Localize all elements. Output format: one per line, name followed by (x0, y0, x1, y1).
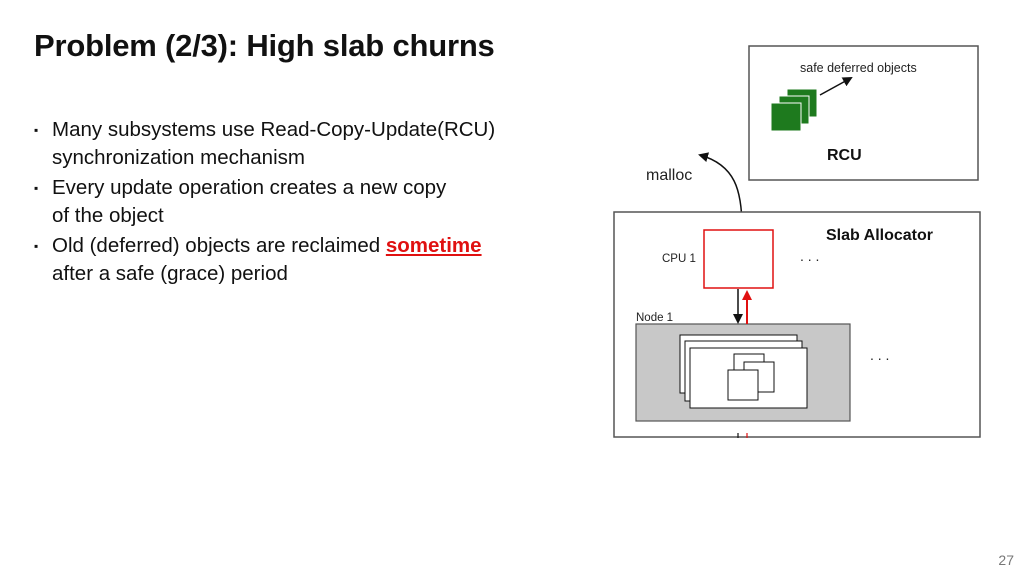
rcu-label: RCU (827, 147, 862, 164)
page-number: 27 (998, 552, 1014, 568)
node-ellipsis: . . . (870, 347, 889, 363)
bullet-marker: ▪ (34, 239, 39, 253)
bullet-item: ▪ Every update operation creates a new c… (34, 174, 594, 230)
emphasis-text: sometime (385, 234, 482, 257)
bullet-text-line1: Old (deferred) objects are reclaimed som… (52, 232, 594, 260)
slide-title: Problem (2/3): High slab churns (34, 28, 495, 63)
slab-allocator-box: Slab Allocator CPU 1 . . . Node 1 . . . (613, 211, 981, 438)
cpu-cache-box (703, 229, 774, 289)
bullet-marker: ▪ (34, 123, 39, 137)
deferred-objects-icon (770, 88, 818, 132)
malloc-label: malloc (646, 167, 692, 184)
rcu-caption: safe deferred objects (800, 61, 917, 75)
node-label: Node 1 (636, 312, 673, 324)
bullet-marker: ▪ (34, 181, 39, 195)
bullet-list: ▪ Many subsystems use Read-Copy-Update(R… (34, 116, 594, 290)
cpu-label: CPU 1 (662, 253, 696, 265)
bullet-text-line1: Many subsystems use Read-Copy-Update(RCU… (52, 118, 496, 141)
bullet-item: ▪ Old (deferred) objects are reclaimed s… (34, 232, 594, 288)
deferred-arrow-icon (819, 77, 853, 96)
slab-pages-icon (679, 334, 808, 409)
bullet-text-line1: Every update operation creates a new cop… (52, 176, 447, 199)
bullet-text-line2: after a safe (grace) period (52, 262, 288, 285)
bullet-text-line2: synchronization mechanism (52, 146, 305, 169)
slab-allocator-label: Slab Allocator (826, 227, 933, 244)
bullet-text: Old (deferred) objects are reclaimed (52, 234, 386, 257)
rcu-box: safe deferred objects RCU (748, 45, 979, 181)
bullet-text-line2: of the object (52, 204, 164, 227)
cpu-ellipsis: . . . (800, 248, 819, 264)
bullet-item: ▪ Many subsystems use Read-Copy-Update(R… (34, 116, 594, 172)
